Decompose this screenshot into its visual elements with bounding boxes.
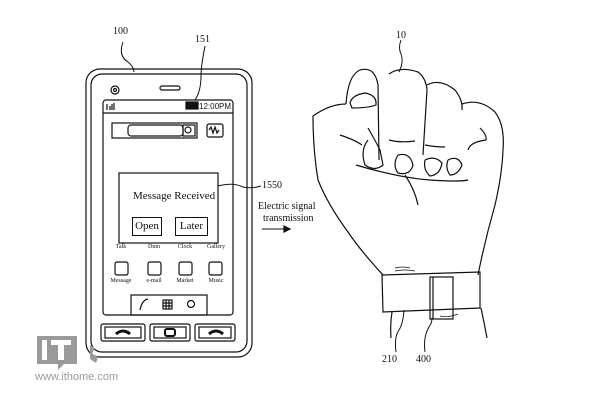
app-label[interactable]: Clock <box>177 244 193 250</box>
app-label[interactable]: Music <box>208 278 224 284</box>
app-label[interactable]: Dnm <box>148 244 160 250</box>
phone-body <box>85 68 253 358</box>
status-time: 12:00PM <box>199 102 232 111</box>
app-label[interactable]: Talk <box>115 244 127 250</box>
ref-popup: 1550 <box>262 180 282 191</box>
signal-label-1: Electric signal <box>258 201 316 212</box>
open-button[interactable]: Open <box>132 217 162 236</box>
app-label[interactable]: Message <box>110 278 132 284</box>
ref-module: 400 <box>416 354 431 365</box>
hand-drawing <box>312 39 504 353</box>
signal-label-2: transmission <box>263 213 314 224</box>
app-label[interactable]: e-mail <box>146 278 162 284</box>
ref-phone: 100 <box>113 26 128 37</box>
ref-hand: 10 <box>396 30 406 41</box>
app-label[interactable]: Market <box>176 278 194 284</box>
later-button[interactable]: Later <box>175 217 208 236</box>
watermark-url: www.ithome.com <box>35 371 119 383</box>
app-label[interactable]: Gallery <box>207 244 225 250</box>
popup-title: Message Received <box>133 190 216 202</box>
ref-band: 210 <box>382 354 397 365</box>
ref-screen: 151 <box>195 34 210 45</box>
